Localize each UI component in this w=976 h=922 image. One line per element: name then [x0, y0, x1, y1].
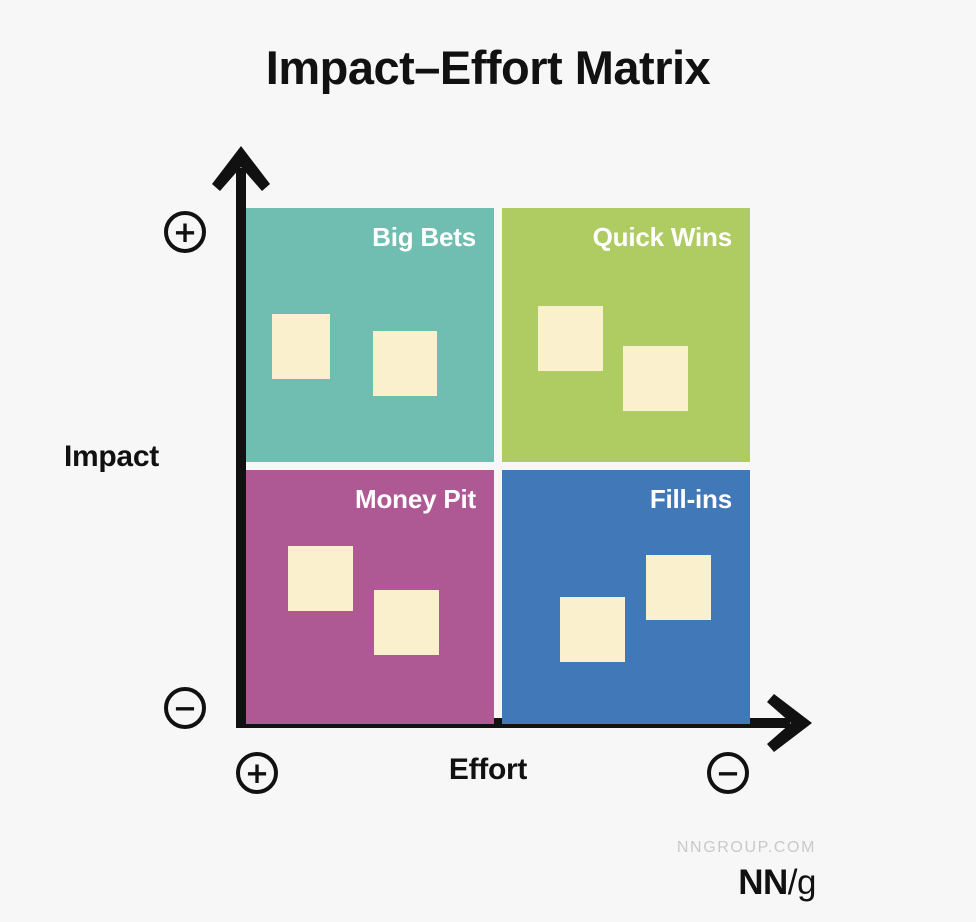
circled-minus-icon-impact-low: − — [164, 687, 206, 729]
nng-logo: NN/g — [738, 863, 816, 903]
page-title: Impact–Effort Matrix — [265, 41, 711, 94]
y-axis-line — [236, 168, 246, 728]
x-axis-label: Effort — [448, 753, 528, 786]
sticky-note[interactable] — [538, 306, 603, 371]
quadrant-fill-ins[interactable]: Fill-ins — [502, 470, 750, 724]
nng-logo-slash-g: /g — [787, 863, 817, 902]
quadrant-label-quick-wins: Quick Wins — [592, 222, 733, 252]
plus-glyph: + — [172, 214, 198, 249]
nng-logo-nn: NN — [738, 863, 788, 902]
sticky-note[interactable] — [288, 546, 353, 611]
circled-plus-icon-effort-high: + — [236, 752, 278, 794]
sticky-note[interactable] — [560, 597, 625, 662]
quadrant-label-big-bets: Big Bets — [372, 222, 476, 252]
sticky-note[interactable] — [623, 346, 688, 411]
y-axis-label: Impact — [64, 440, 159, 473]
quadrant-money-pit[interactable]: Money Pit — [246, 470, 494, 724]
plus-glyph: + — [244, 755, 270, 790]
circled-plus-icon-impact-high: + — [164, 211, 206, 253]
y-axis-arrowhead — [212, 146, 270, 191]
minus-glyph: − — [172, 690, 198, 725]
quadrant-label-fill-ins: Fill-ins — [649, 484, 732, 514]
sticky-note[interactable] — [373, 331, 437, 396]
x-axis-arrowhead — [767, 694, 812, 752]
sticky-note[interactable] — [646, 555, 711, 620]
sticky-note[interactable] — [272, 314, 330, 379]
circled-minus-icon-effort-low: − — [707, 752, 749, 794]
quadrant-label-money-pit: Money Pit — [355, 484, 476, 514]
quadrant-big-bets[interactable]: Big Bets — [246, 208, 494, 462]
quadrant-quick-wins[interactable]: Quick Wins — [502, 208, 750, 462]
sticky-note[interactable] — [374, 590, 439, 655]
matrix-grid: Big Bets Quick Wins Money Pit Fill-ins — [246, 208, 750, 724]
footer-url: NNGROUP.COM — [676, 839, 816, 856]
minus-glyph: − — [715, 755, 741, 790]
